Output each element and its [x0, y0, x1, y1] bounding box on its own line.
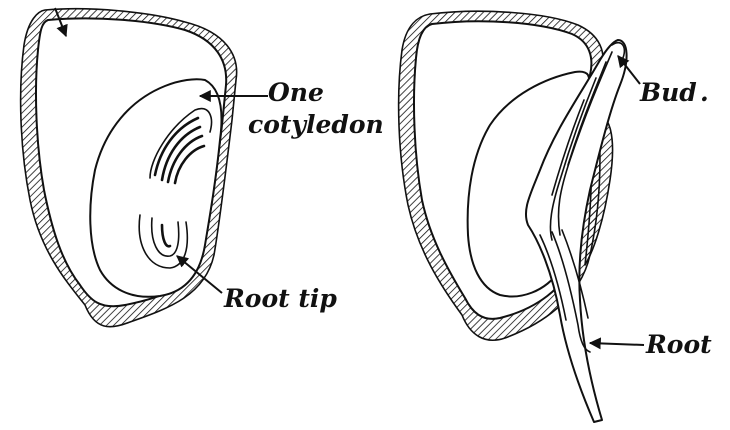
- label-root: Root: [646, 332, 712, 357]
- label-one: One: [268, 80, 324, 105]
- label-bud: Bud: [640, 80, 697, 105]
- left-seed: [21, 8, 268, 327]
- label-cotyledon: cotyledon: [248, 112, 384, 137]
- root-arrow: [590, 343, 644, 345]
- right-seed: [399, 11, 644, 422]
- label-root-tip: Root tip: [224, 286, 337, 311]
- label-bud-dot: .: [700, 80, 709, 105]
